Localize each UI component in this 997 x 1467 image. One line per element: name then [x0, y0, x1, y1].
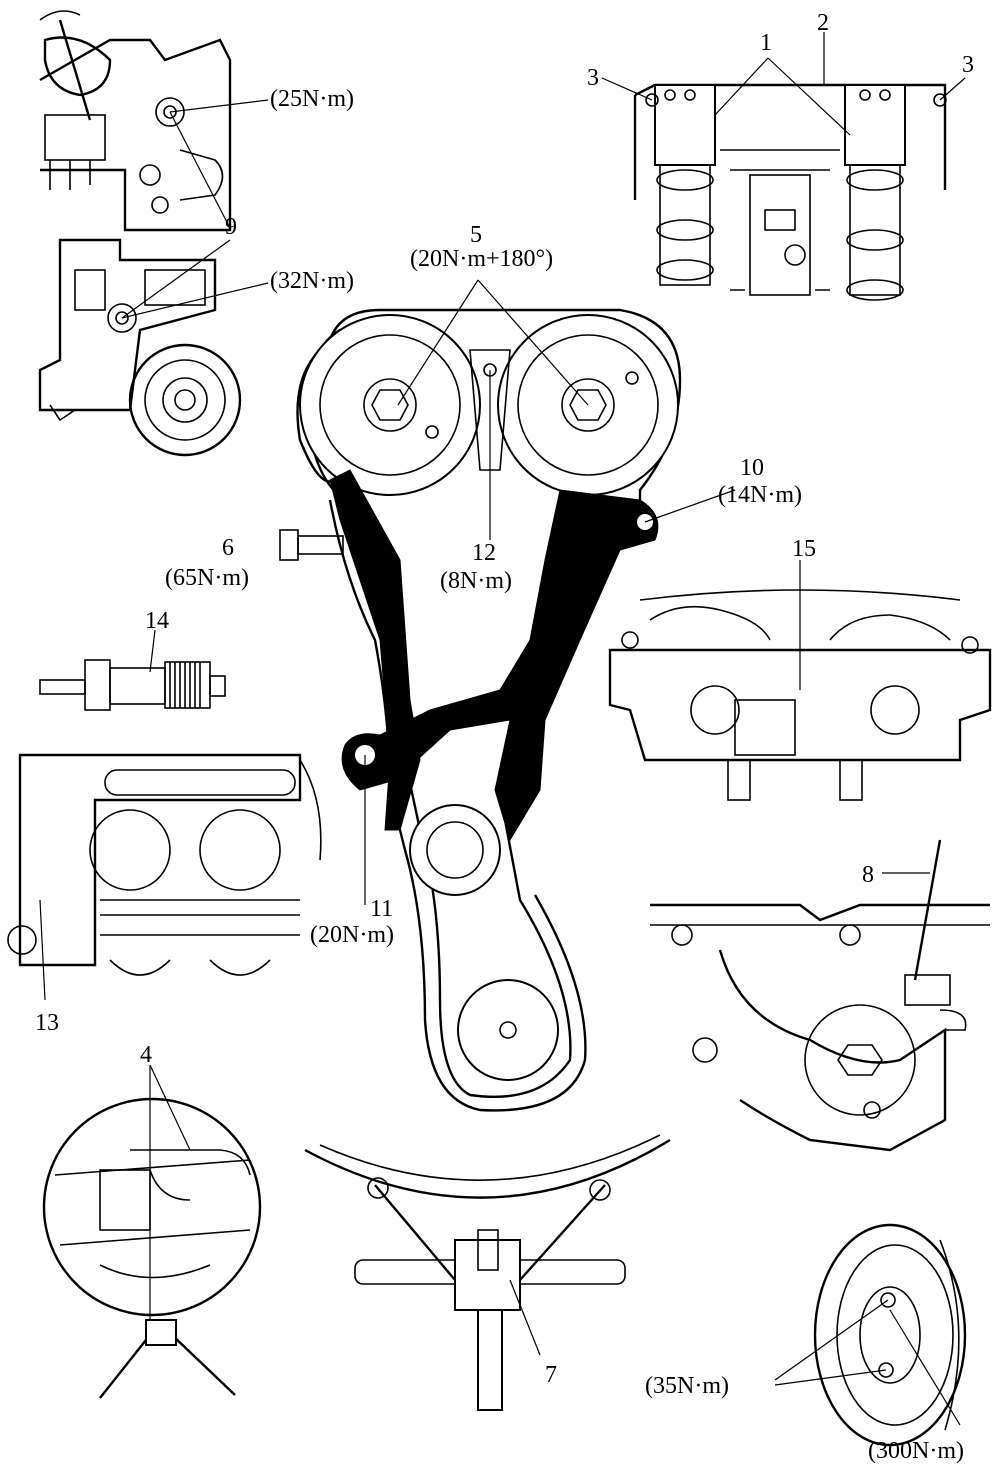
label-3-right: 3 [962, 52, 974, 78]
flywheel-holder-view [304, 1134, 671, 1411]
leader-4b [149, 1064, 191, 1151]
leader-9d [121, 239, 231, 319]
leader-3b [939, 77, 966, 101]
leader-300 [889, 1309, 961, 1426]
label-9: 9 [225, 214, 237, 240]
leader-9c [169, 111, 231, 229]
label-1: 1 [760, 30, 772, 56]
leader-1b [767, 57, 851, 136]
leader-1a [714, 57, 769, 116]
label-3-left: 3 [587, 65, 599, 91]
label-15: 15 [792, 536, 816, 562]
label-300-torque: (300N·m) [868, 1438, 964, 1464]
leader-5a [397, 279, 479, 406]
leader-5b [477, 279, 589, 406]
label-6: 6 [222, 535, 234, 561]
label-5-torque: (20N·m+180°) [410, 246, 553, 272]
crankshaft-pulley-view [813, 1223, 967, 1447]
engine-block-view [38, 10, 242, 457]
leader-14 [149, 629, 156, 673]
label-13: 13 [35, 1010, 59, 1036]
label-11: 11 [370, 896, 393, 922]
label-4: 4 [140, 1042, 152, 1068]
tool-13-view [7, 753, 322, 976]
label-10-torque: (14N·m) [718, 482, 802, 508]
tool-14-view [39, 659, 226, 711]
leader-9b [121, 282, 269, 319]
label-11-torque: (20N·m) [310, 922, 394, 948]
label-9-torque-upper: (25N·m) [270, 86, 354, 112]
label-12-torque: (8N·m) [440, 568, 512, 594]
label-10: 10 [740, 455, 764, 481]
leader-10 [644, 489, 736, 523]
leader-3a [601, 77, 653, 101]
label-5: 5 [470, 222, 482, 248]
label-35-torque: (35N·m) [645, 1373, 729, 1399]
timing-chain-assembly [279, 308, 682, 1112]
label-2: 2 [817, 10, 829, 36]
leader-35a [774, 1299, 889, 1381]
leader-13 [39, 899, 46, 1001]
leader-35b [774, 1369, 887, 1386]
label-14: 14 [145, 608, 169, 634]
magnified-detail-4 [42, 1097, 262, 1399]
leader-7 [509, 1279, 541, 1356]
crank-lock-view [650, 839, 990, 1152]
label-7: 7 [545, 1362, 557, 1388]
camshaft-cover-view [608, 589, 992, 801]
camshaft-holder-view [633, 83, 947, 301]
leader-9a [169, 99, 269, 113]
label-9-torque-lower: (32N·m) [270, 268, 354, 294]
label-6-torque: (65N·m) [165, 565, 249, 591]
label-8: 8 [862, 862, 874, 888]
label-12: 12 [472, 540, 496, 566]
